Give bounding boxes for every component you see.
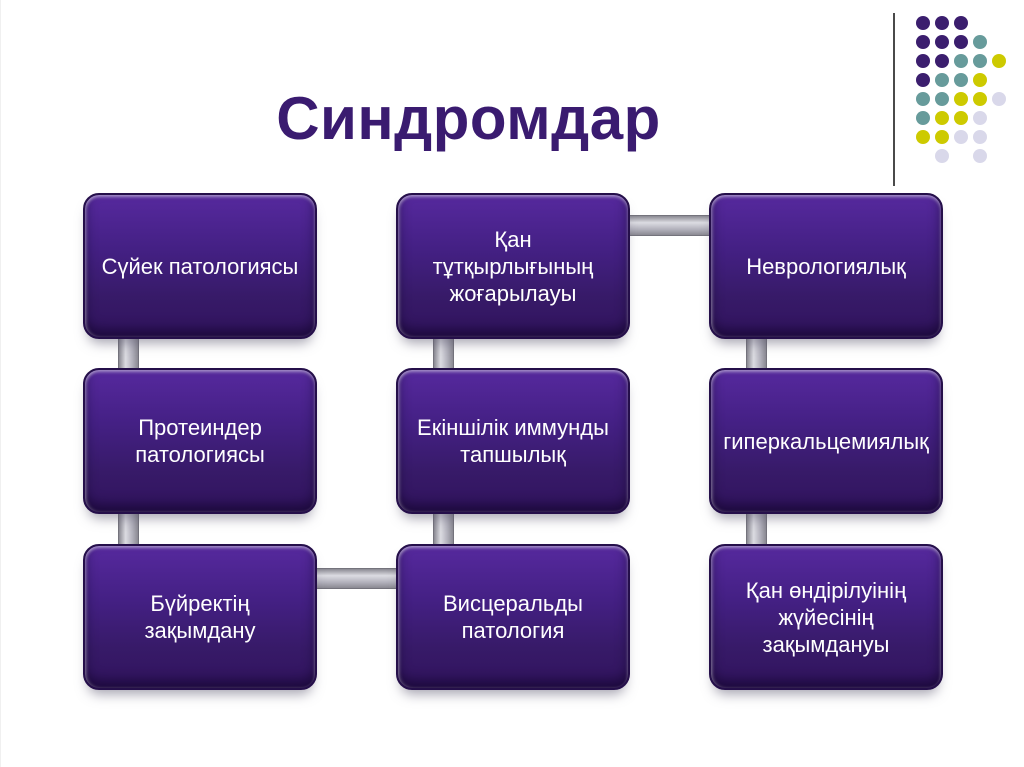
diagram-box-visceral-pathology: Висцеральды патология [396,544,630,690]
decorative-dot [934,72,949,87]
diagram-box-label: Қан тұтқырлығының жоғарылауы [432,226,594,306]
decorative-dot [953,34,968,49]
diagram-box-blood-production-damage: Қан өндірілуінің жүйесінің зақымдануы [709,544,943,690]
diagram-box-protein-pathology: Протеиндер патологиясы [83,368,317,514]
decorative-dot [972,34,987,49]
diagram-box-label: Висцеральды патология [443,591,583,643]
decorative-dot [915,72,930,87]
decorative-dot [953,91,968,106]
dots-decoration [913,13,1008,165]
decorative-dot [991,91,1006,106]
diagram-box-label: Неврологиялық [746,253,906,279]
connector-viscosity-to-neuro [623,215,717,236]
decorative-dot [953,129,968,144]
decorative-dot [915,129,930,144]
diagram-box-label: гиперкальцемиялық [723,428,929,454]
diagram-box-label: Бүйректің зақымдану [144,591,256,643]
decorative-dot [972,129,987,144]
decorative-dot [934,53,949,68]
diagram-box-label: Сүйек патологиясы [101,253,299,279]
decorative-dot [991,53,1006,68]
decorative-dot [953,15,968,30]
decoration-vertical-line [893,13,895,186]
diagram-box-label: Протеиндер патологиясы [135,415,265,467]
diagram-box-label: Екіншілік иммунды тапшылық [417,415,609,467]
diagram-box-blood-viscosity: Қан тұтқырлығының жоғарылауы [396,193,630,339]
decorative-dot [972,91,987,106]
decorative-dot [915,110,930,125]
diagram-box-label: Қан өндірілуінің жүйесінің зақымдануы [745,577,907,657]
diagram-box-neurological: Неврологиялық [709,193,943,339]
decorative-dot [915,53,930,68]
diagram-box-bone-pathology: Сүйек патологиясы [83,193,317,339]
diagram-box-kidney-damage: Бүйректің зақымдану [83,544,317,690]
decorative-dot [915,91,930,106]
decorative-dot [934,34,949,49]
decorative-dot [953,53,968,68]
decorative-dot [934,15,949,30]
decorative-dot [972,53,987,68]
decorative-dot [934,129,949,144]
decorative-dot [972,72,987,87]
decorative-dot [953,72,968,87]
diagram-box-hypercalcemic: гиперкальцемиялық [709,368,943,514]
decorative-dot [934,110,949,125]
decorative-dot [934,148,949,163]
decorative-dot [915,15,930,30]
decorative-dot [934,91,949,106]
slide-title: Синдромдар [276,85,661,152]
decorative-dot [953,110,968,125]
diagram-box-secondary-immune-deficiency: Екіншілік иммунды тапшылық [396,368,630,514]
decorative-dot [915,34,930,49]
decorative-dot [972,110,987,125]
decorative-dot [972,148,987,163]
connector-kidney-to-visceral [311,568,405,589]
